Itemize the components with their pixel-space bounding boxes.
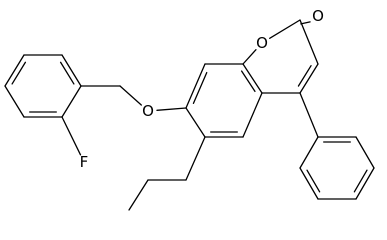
single-bond bbox=[242, 63, 263, 94]
single-bond bbox=[61, 54, 82, 87]
single-bond bbox=[299, 19, 319, 65]
single-bond bbox=[299, 136, 319, 169]
double-bond-inner bbox=[241, 70, 256, 93]
ether-oxygen-label: O bbox=[142, 102, 154, 120]
single-bond bbox=[299, 167, 319, 200]
single-bond bbox=[355, 167, 375, 200]
single-bond bbox=[299, 92, 319, 138]
single-bond bbox=[269, 19, 301, 39]
single-bond bbox=[242, 49, 257, 65]
single-bond bbox=[128, 179, 149, 211]
single-bond bbox=[299, 63, 319, 94]
single-bond bbox=[4, 85, 25, 118]
double-bond-inner bbox=[297, 65, 312, 87]
single-bond bbox=[355, 136, 375, 169]
double-bond-inner bbox=[59, 61, 75, 85]
single-bond bbox=[119, 85, 142, 106]
double-bond-inner bbox=[300, 21, 311, 25]
carbonyl-oxygen-label: O bbox=[312, 7, 324, 25]
chemical-structure: O O O F bbox=[4, 7, 375, 211]
single-bond bbox=[242, 92, 263, 138]
single-bond bbox=[61, 85, 82, 118]
double-bond-inner bbox=[192, 71, 208, 105]
single-bond bbox=[4, 54, 25, 87]
double-bond-inner bbox=[11, 61, 27, 85]
ring-oxygen-label: O bbox=[256, 34, 268, 52]
single-bond bbox=[185, 107, 206, 138]
single-bond bbox=[185, 63, 206, 109]
double-bond-inner bbox=[353, 169, 368, 193]
single-bond bbox=[156, 107, 187, 111]
single-bond bbox=[61, 116, 82, 156]
single-bond bbox=[185, 136, 206, 181]
bond-skeleton bbox=[4, 19, 375, 211]
double-bond-inner bbox=[306, 169, 321, 193]
fluorine-label: F bbox=[80, 153, 89, 171]
